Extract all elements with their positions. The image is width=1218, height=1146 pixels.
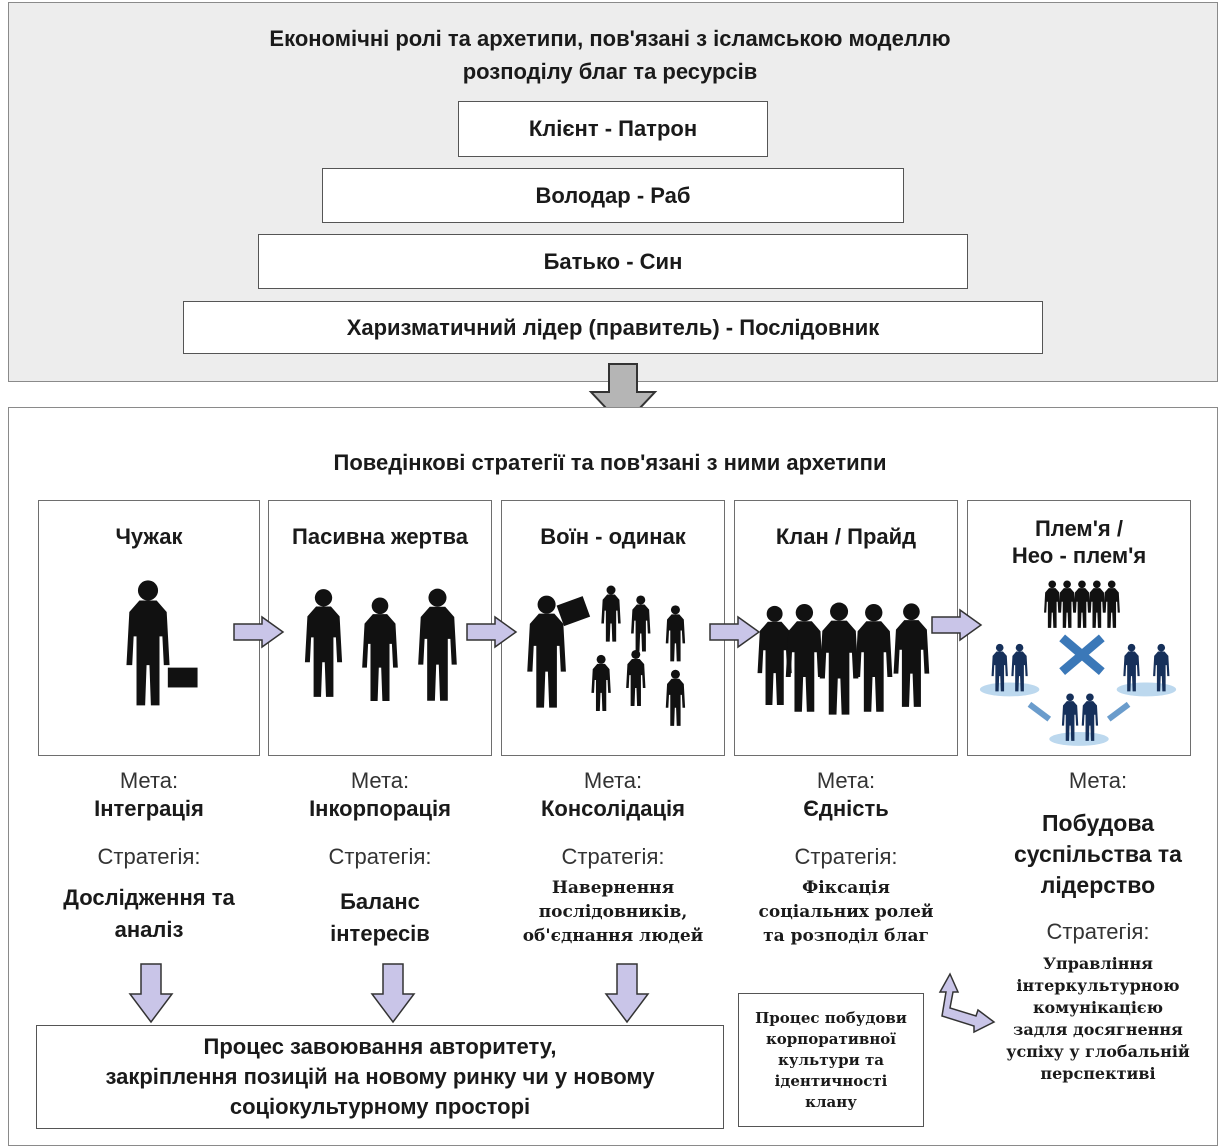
top-title: Економічні ролі та архетипи, пов'язані з… — [190, 22, 1030, 88]
goal-value: Консолідація — [540, 796, 686, 821]
strategy-line: та розподіл благ — [763, 926, 929, 946]
strategy-line: Навернення — [551, 878, 675, 898]
strategy-label: Стратегія: — [794, 844, 898, 869]
team-icon — [757, 602, 930, 715]
clan-process-line: ідентичності — [774, 1071, 888, 1090]
goal-label: Мета: — [1068, 768, 1128, 793]
process-line: закріплення позицій на новому ринку чи у… — [105, 1064, 655, 1089]
people-group-icon — [304, 588, 457, 701]
stage-title-line: Нео - плем'я — [1011, 543, 1147, 568]
right-arrow-icon — [466, 615, 518, 649]
strategy-line: інтересів — [330, 921, 430, 946]
clan-process-line: культури та — [778, 1050, 884, 1069]
strategy-line: інтеркультурною — [1016, 976, 1180, 995]
role-label: Володар - Раб — [535, 182, 691, 208]
down-arrow-icon — [604, 963, 650, 1024]
stage-stranger: Чужак — [38, 500, 260, 756]
clan-process-box: Процес побудови корпоративної культури т… — [738, 993, 924, 1127]
right-arrow-icon — [931, 608, 983, 642]
goal-value: Побудова суспільства та лідерство — [985, 808, 1211, 901]
strategy-label: Стратегія: — [328, 844, 432, 869]
down-arrow-icon — [128, 963, 174, 1024]
goal-value: Єдність — [803, 796, 889, 821]
goal-value: Інкорпорація — [309, 796, 451, 821]
strategy-label: Стратегія: — [97, 844, 201, 869]
bottom-title: Поведінкові стратегії та пов'язані з ним… — [333, 450, 887, 475]
role-box-ruler-slave: Володар - Раб — [322, 168, 904, 223]
goal-value: Інтеграція — [94, 796, 204, 821]
strategy-line: соціальних ролей — [758, 902, 934, 922]
strategy-line: успіху у глобальній — [1006, 1042, 1190, 1061]
top-title-line2: розподілу благ та ресурсів — [462, 59, 758, 84]
column-clan-pride: Мета: Єдність Стратегія: Фіксація соціал… — [734, 768, 958, 948]
strategy-value: Дослідження та аналіз — [38, 882, 260, 946]
goal-line: суспільства та — [1014, 841, 1182, 867]
stage-title: Воїн - одинак — [540, 524, 686, 549]
clan-process-line: Процес побудови — [755, 1008, 907, 1027]
goal-line: лідерство — [1040, 872, 1156, 898]
strategy-value: Навернення послідовників, об'єднання люд… — [493, 876, 733, 948]
role-box-client-patron: Клієнт - Патрон — [458, 101, 768, 157]
stage-title-line: Плем'я / — [1034, 516, 1123, 541]
stage-passive-victim: Пасивна жертва — [268, 500, 492, 756]
strategy-line: аналіз — [114, 917, 184, 942]
right-arrow-icon — [233, 615, 285, 649]
stage-title: Плем'я / Нео - плем'я — [968, 515, 1190, 569]
role-box-leader-follower: Харизматичний лідер (правитель) - Послід… — [183, 301, 1043, 354]
strategy-line: комунікацією — [1032, 998, 1164, 1017]
column-lone-warrior: Мета: Консолідація Стратегія: Навернення… — [493, 768, 733, 948]
strategy-label: Стратегія: — [1046, 919, 1150, 944]
stage-lone-warrior: Воїн - одинак — [501, 500, 725, 756]
column-passive-victim: Мета: Інкорпорація Стратегія: Баланс інт… — [268, 768, 492, 950]
clan-process-line: клану — [805, 1092, 857, 1111]
stage-title: Клан / Прайд — [775, 524, 917, 549]
stage-clan-pride: Клан / Прайд — [734, 500, 958, 756]
strategy-value: Фіксація соціальних ролей та розподіл бл… — [734, 876, 958, 948]
goal-label: Мета: — [816, 768, 876, 793]
process-box: Процес завоювання авторитету, закріпленн… — [36, 1025, 724, 1129]
clan-process-line: корпоративної — [765, 1029, 897, 1048]
column-stranger: Мета: Інтеграція Стратегія: Дослідження … — [38, 768, 260, 946]
strategy-line: Баланс — [340, 889, 420, 914]
goal-label: Мета: — [119, 768, 179, 793]
strategy-line: об'єднання людей — [522, 926, 704, 946]
role-box-father-son: Батько - Син — [258, 234, 968, 289]
right-arrow-icon — [709, 615, 761, 649]
businessman-icon — [126, 580, 198, 706]
strategy-label: Стратегія: — [561, 844, 665, 869]
top-title-line1: Економічні ролі та архетипи, пов'язані з… — [269, 26, 951, 51]
leader-with-followers-icon — [527, 585, 686, 726]
strategy-line: Управління — [1043, 954, 1153, 973]
strategy-line: перспективі — [1040, 1064, 1156, 1083]
strategy-line: Дослідження та — [63, 885, 235, 910]
strategy-value: Управління інтеркультурною комунікацією … — [985, 953, 1211, 1085]
down-arrow-icon — [370, 963, 416, 1024]
strategy-line: Фіксація — [802, 878, 890, 898]
strategy-line: послідовників, — [538, 902, 688, 922]
goal-line: Побудова — [1042, 810, 1154, 836]
goal-label: Мета: — [583, 768, 643, 793]
stage-tribe-neotribe: Плем'я / Нео - плем'я — [967, 500, 1191, 756]
role-label: Клієнт - Патрон — [528, 116, 698, 141]
strategy-line: задля досягнення — [1013, 1020, 1183, 1039]
process-line: соціокультурному просторі — [229, 1094, 531, 1119]
role-label: Батько - Син — [543, 248, 683, 274]
column-tribe: Мета: Побудова суспільства та лідерство … — [985, 768, 1211, 1085]
goal-label: Мета: — [350, 768, 410, 793]
role-label: Харизматичний лідер (правитель) - Послід… — [346, 314, 880, 340]
stage-title: Чужак — [115, 524, 183, 549]
strategy-value: Баланс інтересів — [268, 886, 492, 950]
process-line: Процес завоювання авторитету, — [203, 1034, 557, 1059]
stage-title: Пасивна жертва — [292, 524, 468, 549]
global-network-icon — [979, 580, 1177, 746]
bidirectional-arrow-icon — [938, 972, 996, 1034]
